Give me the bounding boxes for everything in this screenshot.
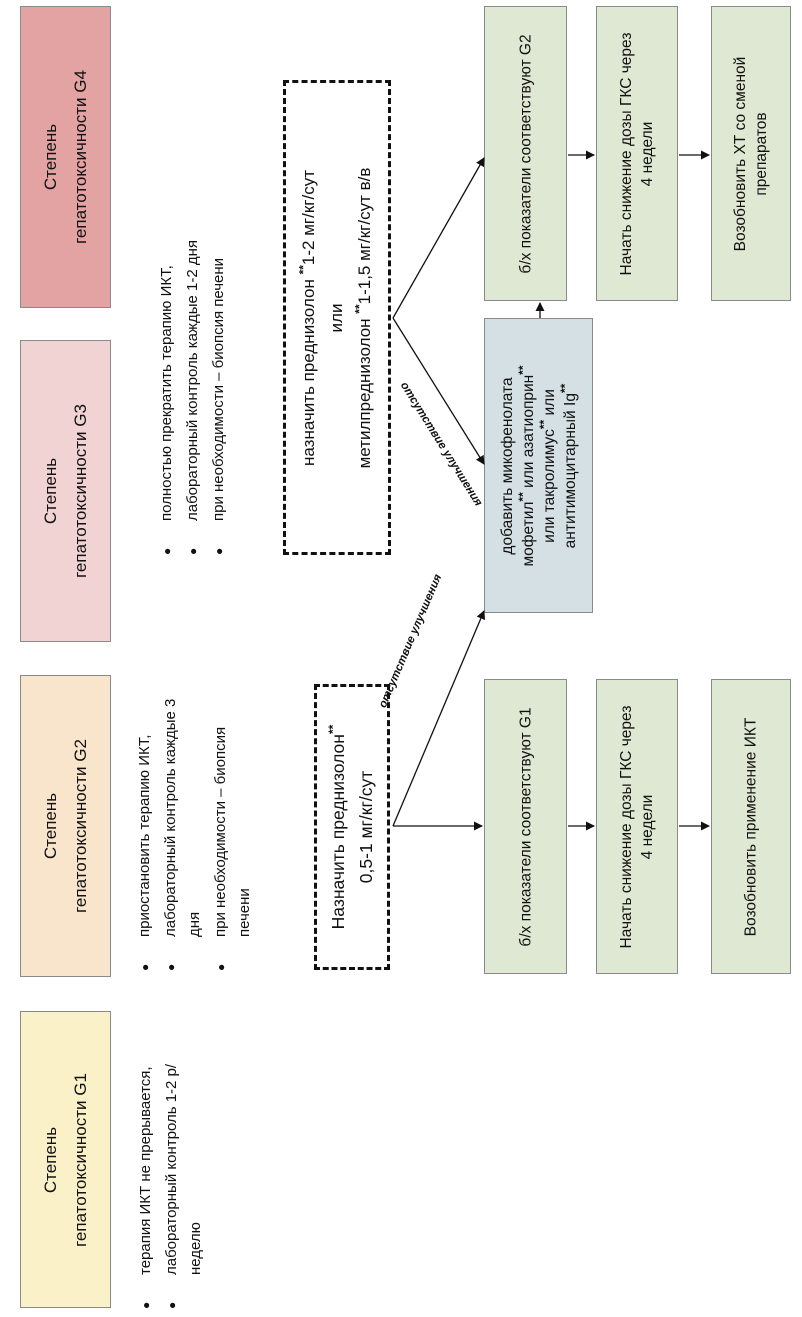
arrow-rxg34-to-flow1 — [392, 157, 485, 319]
immuno-box: добавить микофенолата мофетил** или азат… — [484, 318, 593, 613]
flow-g2-step2: Начать снижение дозы ГКС через 4 недели — [596, 679, 678, 974]
header-g2: Степень гепатотоксичности G2 — [20, 675, 111, 977]
header-g1: Степень гепатотоксичности G1 — [20, 1011, 111, 1308]
header-g4: Степень гепатотоксичности G4 — [20, 6, 111, 308]
flow-g34-step3: Возобновить ХТ со сменой препаратов — [711, 6, 791, 301]
rx-g34-box: назначить преднизолон **1-2 мг/кг/сут ил… — [283, 80, 391, 555]
flow-g34-step1: б/х показатели соответствуют G2 — [484, 6, 567, 301]
rx-g2-box: Назначить преднизолон** 0,5-1 мг/кг/сут — [314, 684, 390, 970]
header-g3: Степень гепатотоксичности G3 — [20, 340, 111, 642]
flow-g34-step2: Начать снижение дозы ГКС через 4 недели — [596, 6, 678, 301]
arrow-rxg2-to-immuno — [392, 610, 486, 827]
arrow-rxg34-to-immuno — [392, 317, 485, 465]
flow-g2-step1: б/х показатели соответствуют G1 — [484, 679, 567, 974]
flow-g2-step3: Возобновить применение ИКТ — [711, 679, 791, 974]
